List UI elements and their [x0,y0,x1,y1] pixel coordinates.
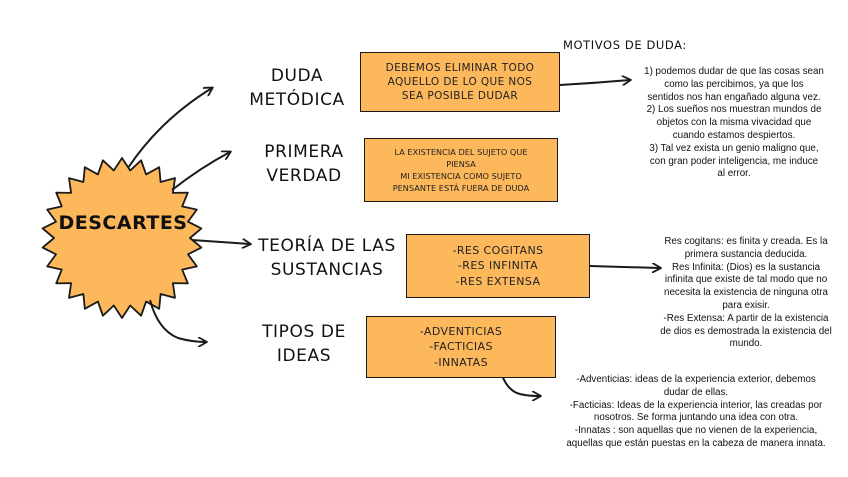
note-line: 3) Tal vez exista un genio maligno que, [649,142,819,154]
box-line: LA EXISTENCIA DEL SUJETO QUE [394,147,528,157]
motivos-note: 1) podemos dudar de que las cosas sean c… [628,66,840,181]
motivos-title: MOTIVOS DE DUDA: [563,38,687,52]
heading-line: TEORÍA DE LAS [258,236,396,256]
note-line: objetos con la misma vivacidad que [656,117,812,129]
box-line: DEBEMOS ELIMINAR TODO [385,62,535,74]
note-line: Res Infinita: (Dios) es la sustancia [671,261,821,273]
note-line: primera sustancia deducida. [684,248,808,260]
note-line: 1) podemos dudar de que las cosas sean [644,66,824,77]
note-line: infinita que existe de tal modo que no [664,274,828,286]
arrow-to-duda-metodica [127,88,212,169]
arrow-to-tipos-ideas [149,299,206,342]
box-duda-metodica: DEBEMOS ELIMINAR TODO AQUELLO DE LO QUE … [360,52,560,112]
note-line: -Facticias: Ideas de la experiencia inte… [569,399,823,411]
arrow-to-primera-verdad [171,152,230,191]
note-line: cuando estamos despiertos. [672,129,796,141]
note-line: al error. [717,168,751,180]
sustancias-note: Res cogitans: es finita y creada. Es la … [648,236,844,351]
note-line: -Innatas : son aquellas que no vienen de… [574,425,818,437]
heading-line: IDEAS [276,346,332,366]
arrow-to-motivos-de-duda [559,80,630,86]
note-line: de dios es demostrada la existencia del [660,325,832,337]
box-line: -RES COGITANS [452,243,544,257]
box-line: -RES EXTENSA [455,274,541,288]
box-line: -FACTICIAS [429,340,493,354]
note-line: necesita la existencia de ninguna otra [664,287,828,299]
box-line: AQUELLO DE LO QUE NOS [387,76,533,88]
note-line: nosotros. Se forma juntando una idea con… [593,412,799,424]
heading-line: VERDAD [266,166,342,186]
ideas-note: -Adventicias: ideas de la experiencia ex… [548,374,844,451]
box-primera-verdad: LA EXISTENCIA DEL SUJETO QUE PIENSA MI E… [364,138,558,202]
box-line: -INNATAS [434,355,488,369]
note-line: Res cogitans: es finita y creada. Es la [664,236,828,247]
note-line: 2) Los sueños nos muestran mundos de [646,104,822,116]
center-title: DESCARTES [58,212,188,234]
note-line: sentidos nos han engañado alguna vez. [647,91,821,103]
note-line: mundo. [729,338,763,350]
heading-duda-metodica: DUDA METÓDICA [232,64,362,112]
heading-line: PRIMERA [264,142,344,162]
note-line: -Res Extensa: A partir de la existencia [663,312,829,324]
note-line: -Adventicias: ideas de la experiencia ex… [576,374,816,385]
note-line: aquellas que están puestas en la cabeza … [566,437,826,449]
heading-primera-verdad: PRIMERA VERDAD [240,140,368,188]
note-line: con gran poder inteligencia, me induce [649,155,819,167]
heading-line: TIPOS DE [262,322,346,342]
heading-line: METÓDICA [249,90,345,110]
heading-teoria-sustancias: TEORÍA DE LAS SUSTANCIAS [252,234,402,282]
heading-line: SUSTANCIAS [270,260,384,280]
box-tipos-ideas: -ADVENTICIAS -FACTICIAS -INNATAS [366,316,556,378]
box-line: -ADVENTICIAS [419,324,503,338]
box-line: -RES INFINITA [457,259,539,273]
note-line: dudar de ellas. [663,386,729,398]
box-line: MI EXISTENCIA COMO SUJETO [400,171,522,181]
box-teoria-sustancias: -RES COGITANS -RES INFINITA -RES EXTENSA [406,234,590,298]
box-line: PIENSA [446,159,476,169]
arrow-to-teoria-sustancias [191,240,250,244]
box-line: SEA POSIBLE DUDAR [401,90,519,102]
box-line: PENSANTE ESTÁ FUERA DE DUDA [392,183,530,193]
note-line: como las percibimos, ya que los [664,78,804,90]
note-line: para exisir. [722,299,770,311]
heading-tipos-ideas: TIPOS DE IDEAS [240,320,368,368]
descartes-starburst [41,157,203,319]
heading-line: DUDA [270,66,324,86]
arrow-to-sustancias-note [589,266,660,268]
